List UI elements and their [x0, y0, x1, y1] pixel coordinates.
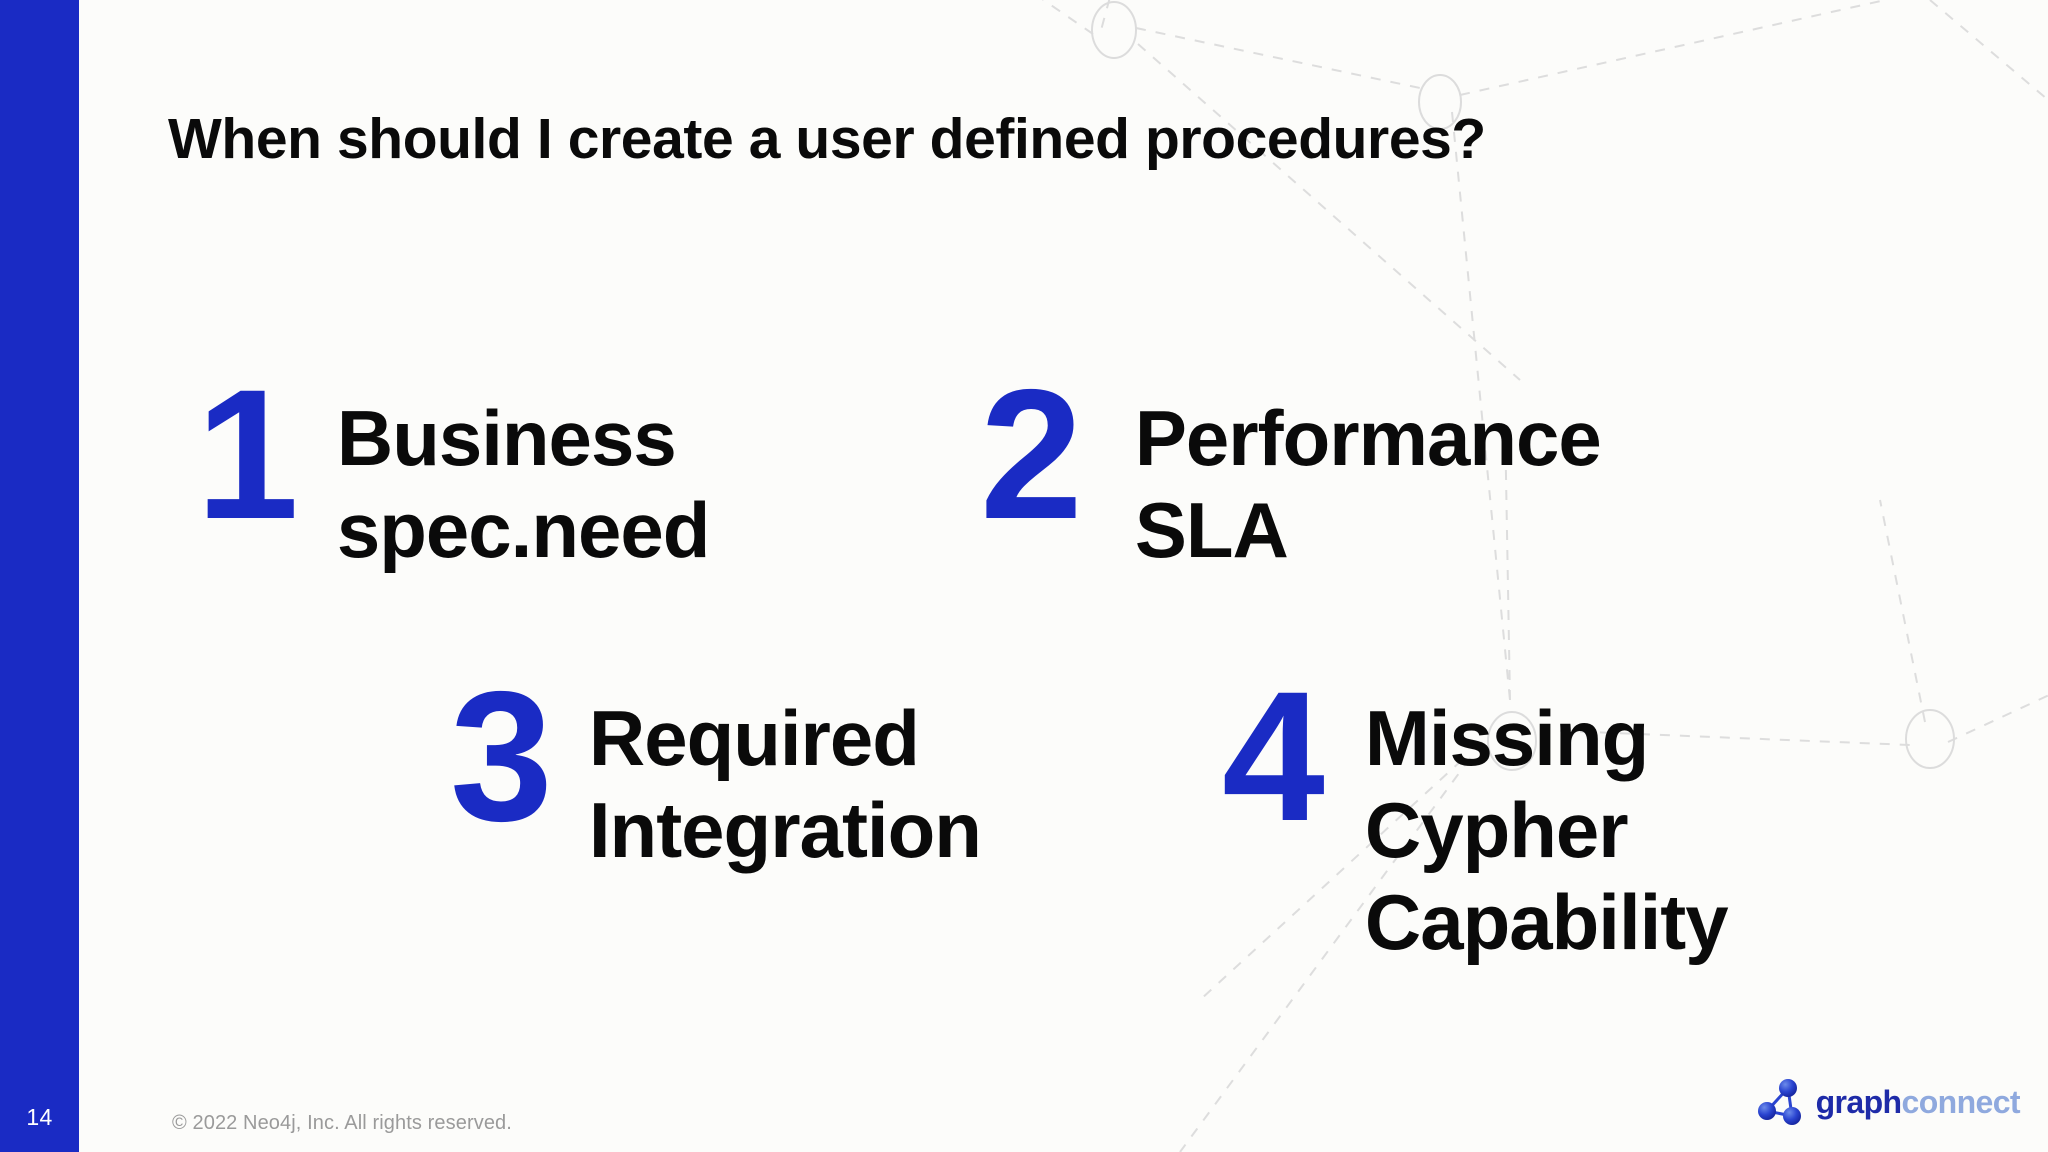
graph-nodes-icon	[1757, 1079, 1801, 1125]
numbered-item-2: 2 Performance SLA	[980, 352, 1660, 576]
copyright-notice: © 2022 Neo4j, Inc. All rights reserved.	[172, 1112, 512, 1134]
logo-word-connect: connect	[1901, 1084, 2021, 1120]
numbered-item-1: 1 Business spec.need	[196, 352, 796, 576]
item-4-number: 4	[1222, 654, 1325, 860]
item-3-label: Required Integration	[588, 694, 982, 875]
numbered-item-3: 3 Required Integration	[450, 654, 1090, 876]
item-2-label: Performance SLA	[1134, 394, 1602, 575]
item-4-label: Missing Cypher Capability	[1364, 694, 1729, 967]
logo-word-graph: graph	[1815, 1084, 1903, 1120]
page-title: When should I create a user defined proc…	[168, 107, 1486, 171]
graphconnect-logo: graphconnect	[1756, 1078, 2021, 1126]
logo-wordmark: graphconnect	[1815, 1084, 2021, 1120]
numbered-item-4: 4 Missing Cypher Capability	[1222, 654, 1862, 968]
item-1-number: 1	[196, 352, 299, 558]
item-3-number: 3	[450, 654, 553, 860]
left-accent-bar	[0, 0, 79, 1152]
item-1-label: Business spec.need	[336, 394, 711, 575]
slide-number: 14	[26, 1104, 53, 1130]
item-2-number: 2	[980, 352, 1083, 558]
